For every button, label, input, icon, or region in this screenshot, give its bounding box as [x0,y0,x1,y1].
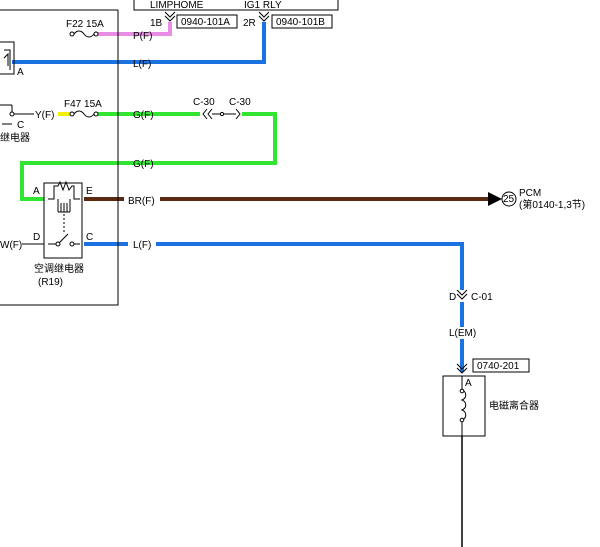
label-c30-right: C-30 [229,97,251,108]
c30-connector-symbol [202,108,236,120]
pcm-name: PCM [519,188,541,199]
label-connector-101b: 0940-101B [276,17,325,28]
wire-label-gf-1: G(F) [133,110,154,121]
clutch-box [442,375,486,437]
pin-chevron-2r [258,11,270,22]
pcm-ref-circle [501,191,517,207]
wire-green-gf-loop [20,112,277,201]
wire-pink-pf [98,22,172,36]
fuse-f22-symbol [70,30,98,38]
label-bg-lf-mid [128,238,156,251]
label-pin-2r: 2R [243,18,256,29]
fuse-f22-label: F22 15A [66,19,104,30]
left-relay-pin-c: C [17,120,24,131]
clutch-coil-icon [460,376,467,436]
fuse-f47-end-right [93,111,99,117]
ac-relay-winding [57,199,71,213]
left-relay-contact [9,111,15,117]
ac-relay-code: (R19) [38,277,63,288]
label-bg-brf [124,193,160,207]
wire-label-wf: W(F) [0,240,22,251]
wire-blue-lf-top [12,22,266,64]
ac-relay-name: 空调继电器 [34,262,84,275]
left-relay-label: 继电器 [0,131,30,144]
connector-box-101a [176,14,238,29]
ac-relay-coil [48,180,80,200]
top-module-box [133,0,339,11]
pcm-section: (第0140-1,3节) [519,198,585,211]
ac-relay-contact-right [69,241,75,247]
fuse-f22-end-left [69,31,75,37]
label-c30-left: C-30 [193,97,215,108]
fuse-f47-label: F47 15A [64,99,102,110]
wire-label-yf: Y(F) [35,110,54,121]
ac-relay-pin-d: D [33,232,40,243]
clutch-pin-a: A [465,378,472,389]
arrow-to-pcm [488,192,502,206]
clutch-connector-box [472,358,530,373]
left-relay-pin-a: A [17,67,24,78]
ac-relay-box [43,182,83,259]
wire-label-lf-mid: L(F) [133,240,151,251]
c01-pin: D [449,292,456,303]
wire-label-pf: P(F) [133,31,152,42]
wire-label-gf-2: G(F) [133,159,154,170]
ac-relay-contact-left [55,241,61,247]
label-bg-lem [446,327,480,339]
clutch-name: 电磁离合器 [489,399,539,412]
c01-connector-symbol [456,289,468,300]
c30-connector-symbol-right [235,108,241,120]
clutch-coil-bottom [459,417,465,423]
label-pin-1b: 1B [150,18,163,29]
wire-label-brf-text: BR(F) [128,196,155,207]
fuse-f47-end-left [69,111,75,117]
label-c01: C-01 [471,292,493,303]
connector-box-101b [271,14,333,29]
fuse-f22-end-right [93,31,99,37]
pcm-ref: 25 [503,194,515,205]
clutch-connector-symbol [456,363,468,374]
wire-blue-lf-mid [84,242,464,290]
label-limphome: LIMPHOME [150,0,204,11]
clutch-coil-top [459,388,465,394]
label-connector-101a: 0940-101A [181,17,230,28]
fuse-f47-symbol [70,110,98,118]
wire-label-lem-text: L(EM) [449,328,476,339]
ac-relay-pin-a: A [33,186,40,197]
left-relay-box [0,41,15,75]
ac-relay-pin-e: E [86,186,93,197]
pin-chevron-1b [164,11,176,22]
c30-dot [219,111,225,117]
label-ig1rly: IG1 RLY [244,0,282,11]
wire-label-lf-top: L(F) [133,59,151,70]
ac-relay-pin-c: C [86,232,93,243]
label-clutch-connector: 0740-201 [477,361,520,372]
left-relay-coil [3,49,11,70]
left-enclosure [0,10,119,306]
